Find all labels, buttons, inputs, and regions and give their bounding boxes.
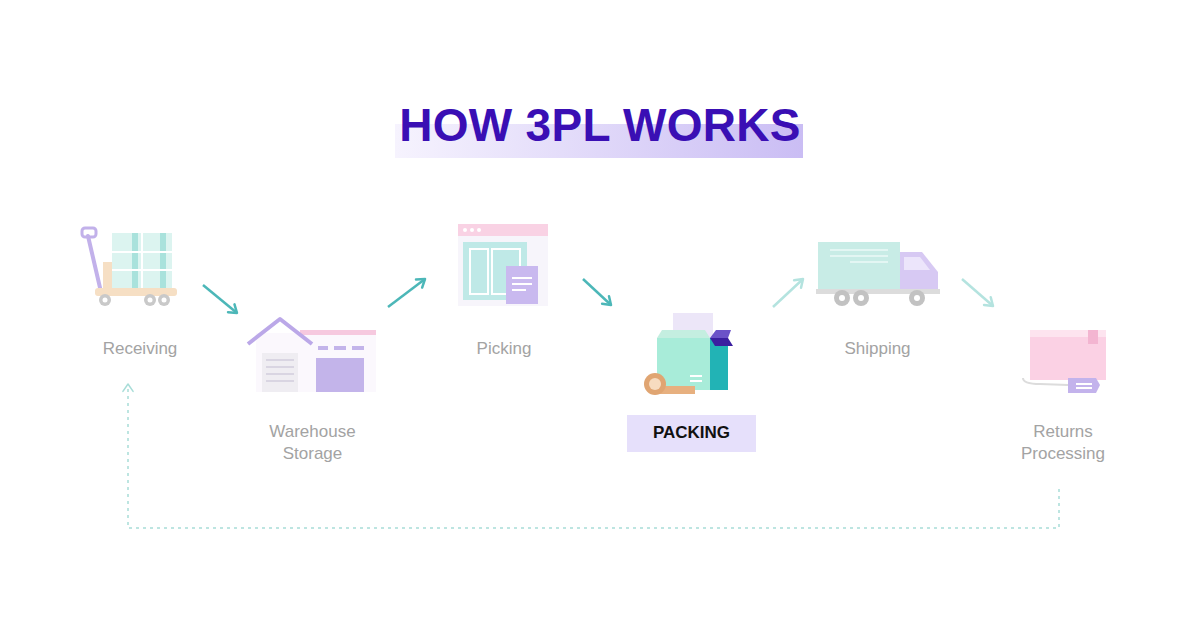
hand-truck-icon-part bbox=[103, 298, 108, 303]
packing-icon-part bbox=[644, 373, 666, 395]
hand-truck-icon-part bbox=[88, 236, 101, 292]
warehouse-icon-part bbox=[256, 333, 376, 392]
warehouse-icon-part bbox=[266, 373, 294, 375]
step-label: Returns Processing bbox=[1004, 421, 1122, 465]
arrow-head bbox=[794, 279, 803, 288]
arrow-line bbox=[773, 279, 803, 307]
packing-icon-part bbox=[649, 378, 661, 390]
flow-arrow bbox=[203, 285, 237, 313]
flow-arrow bbox=[388, 279, 425, 307]
truck-icon-part bbox=[904, 257, 930, 270]
step-label: Shipping bbox=[844, 338, 910, 360]
step-label: Receiving bbox=[103, 338, 178, 360]
process-step: Returns Processing bbox=[995, 325, 1131, 465]
step-label: Warehouse Storage bbox=[254, 421, 372, 465]
hand-truck-icon-part bbox=[132, 233, 138, 288]
step-label: PACKING bbox=[627, 415, 756, 452]
truck-icon-part bbox=[834, 290, 850, 306]
hand-truck-icon-part bbox=[148, 298, 153, 303]
truck-icon-part bbox=[850, 261, 888, 263]
returns-icon-part bbox=[1088, 330, 1098, 344]
returns-icon-part bbox=[1030, 330, 1106, 380]
hand-truck-icon-part bbox=[99, 294, 111, 306]
returns-icon-part bbox=[1023, 378, 1068, 385]
arrow-line bbox=[583, 279, 611, 305]
hand-truck-icon-part bbox=[144, 294, 156, 306]
warehouse-icon-part bbox=[266, 359, 294, 361]
truck-icon-part bbox=[858, 295, 864, 301]
warehouse-icon-part bbox=[316, 358, 364, 392]
picking-icon-part bbox=[512, 289, 526, 291]
picking-icon-part bbox=[506, 266, 538, 304]
step-label: Picking bbox=[477, 338, 532, 360]
process-step: Receiving bbox=[80, 222, 200, 360]
warehouse-icon-part bbox=[352, 346, 364, 350]
hand-truck-icon-part bbox=[158, 294, 170, 306]
arrow-head bbox=[228, 304, 237, 313]
truck-icon bbox=[816, 242, 940, 306]
hand-truck-icon-part bbox=[141, 233, 143, 288]
packing-icon-part bbox=[710, 330, 731, 338]
returns-icon bbox=[1023, 330, 1106, 393]
flow-arrow bbox=[583, 279, 611, 305]
warehouse-icon-part bbox=[266, 380, 294, 382]
packing-icon-part bbox=[690, 380, 702, 382]
arrow-line bbox=[203, 285, 237, 313]
process-step: Picking bbox=[428, 220, 580, 360]
hand-truck-icon-part bbox=[160, 233, 166, 288]
returns-icon-part bbox=[1076, 383, 1092, 385]
warehouse-icon-part bbox=[248, 319, 312, 344]
truck-icon-part bbox=[818, 242, 900, 292]
packing-icon-part bbox=[690, 375, 702, 377]
diagram-title: HOW 3PL WORKS bbox=[0, 99, 1200, 151]
truck-icon-part bbox=[839, 295, 845, 301]
packing-icon-part bbox=[657, 330, 710, 338]
warehouse-icon-part bbox=[266, 366, 294, 368]
returns-icon-part bbox=[1068, 378, 1100, 393]
warehouse-icon-part bbox=[318, 346, 328, 350]
warehouse-icon-part bbox=[262, 353, 298, 392]
picking-icon bbox=[458, 224, 548, 306]
flow-arrow bbox=[123, 384, 1059, 528]
active-step: PACKING bbox=[613, 310, 770, 452]
flow-arrow bbox=[962, 279, 993, 306]
packing-icon bbox=[644, 313, 733, 395]
picking-icon-part bbox=[477, 228, 481, 232]
returns-icon-part bbox=[1076, 387, 1092, 389]
warehouse-icon-part bbox=[300, 330, 376, 335]
hand-truck-icon bbox=[82, 228, 177, 306]
truck-icon-part bbox=[909, 290, 925, 306]
packing-icon-part bbox=[710, 338, 733, 346]
picking-icon-part bbox=[470, 249, 488, 294]
process-step: Shipping bbox=[805, 238, 950, 360]
picking-icon-part bbox=[458, 224, 548, 306]
truck-icon-part bbox=[830, 249, 888, 251]
warehouse-icon-part bbox=[334, 346, 346, 350]
arrow-head bbox=[416, 279, 425, 288]
process-step: Warehouse Storage bbox=[240, 312, 385, 465]
hand-truck-icon-part bbox=[162, 298, 167, 303]
picking-icon-part bbox=[458, 224, 548, 236]
truck-icon-part bbox=[830, 255, 888, 257]
warehouse-icon bbox=[248, 319, 376, 392]
hand-truck-icon-part bbox=[112, 233, 172, 288]
truck-icon-part bbox=[853, 290, 869, 306]
arrow-head bbox=[602, 296, 611, 305]
picking-icon-part bbox=[470, 228, 474, 232]
hand-truck-icon-part bbox=[82, 228, 96, 237]
arrow-line bbox=[962, 279, 993, 306]
arrow-line bbox=[128, 384, 1059, 528]
picking-icon-part bbox=[512, 283, 532, 285]
arrow-head bbox=[984, 297, 993, 306]
truck-icon-part bbox=[914, 295, 920, 301]
arrow-line bbox=[388, 279, 425, 307]
arrow-head bbox=[123, 384, 133, 391]
flow-arrow bbox=[773, 279, 803, 307]
picking-icon-part bbox=[512, 277, 532, 279]
truck-icon-part bbox=[900, 252, 938, 292]
picking-icon-part bbox=[463, 228, 467, 232]
